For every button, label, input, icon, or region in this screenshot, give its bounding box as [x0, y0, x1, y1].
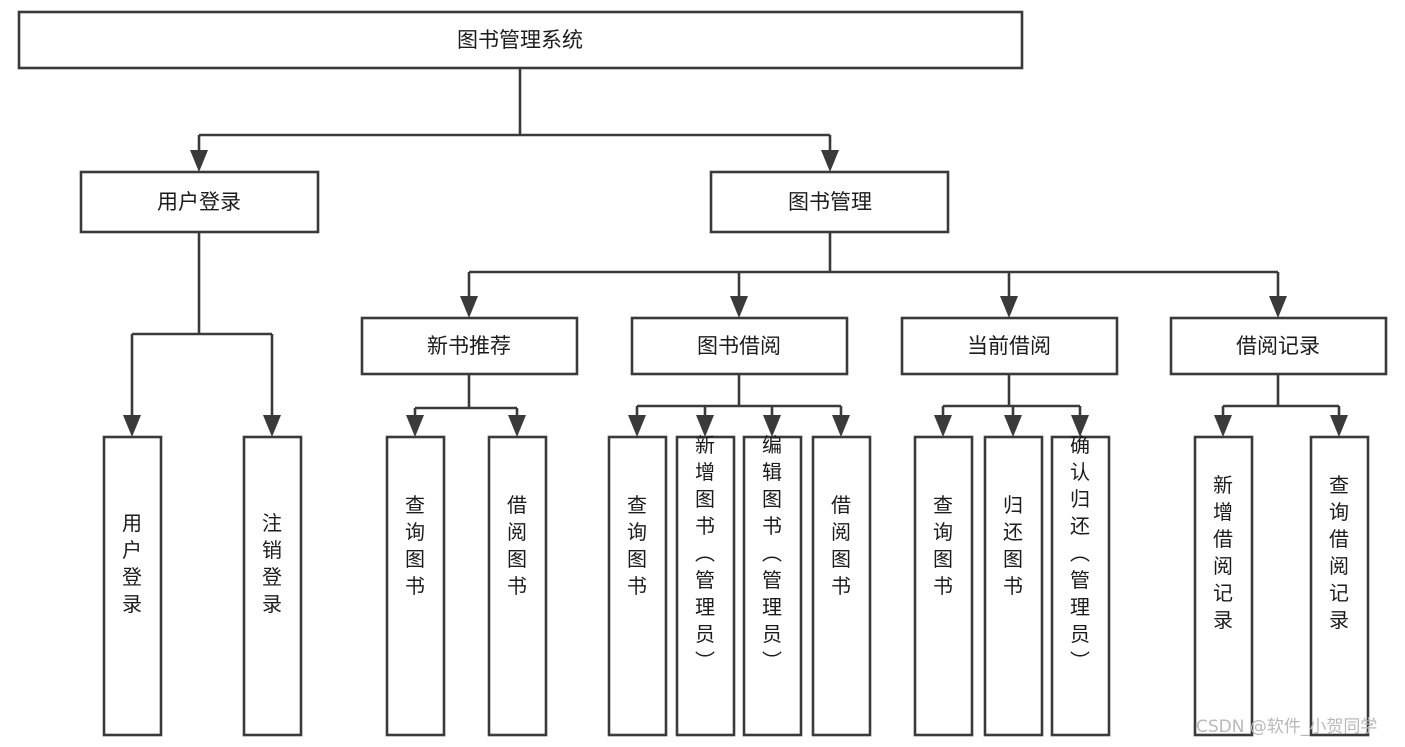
leaf-br-query-label: 查询借阅记录: [1329, 473, 1349, 632]
arrow-head-leaf-user-login: [123, 415, 141, 437]
arrow-head-bb-leaf-4: [832, 415, 850, 437]
arrow-head-nb-leaf-2: [508, 415, 526, 437]
leaf-bb-query-label: 查询图书: [627, 493, 647, 598]
leaf-node-cb-query[interactable]: 查询图书: [913, 435, 974, 737]
connector-layer: [123, 68, 1348, 437]
leaf-bb-query-box[interactable]: [607, 435, 668, 737]
leaf-newbook-borrow-box[interactable]: [487, 435, 548, 737]
node-new-book-recommend-label: 新书推荐: [427, 334, 511, 358]
node-current-borrow[interactable]: 当前借阅: [900, 316, 1119, 376]
leaf-node-user-login-signin[interactable]: 用户登录: [102, 435, 163, 737]
leaf-cb-confirm-label: 确认归还︵管理员︶: [1070, 433, 1090, 673]
node-book-borrow-label: 图书借阅: [697, 334, 781, 358]
watermark-label: CSDN @软件_小贺同学: [1196, 717, 1377, 737]
leaf-node-cb-confirm[interactable]: 确认归还︵管理员︶: [1050, 433, 1111, 737]
leaf-node-newbook-borrow[interactable]: 借阅图书: [487, 435, 548, 737]
node-book-borrow-box[interactable]: [630, 316, 849, 376]
leaf-node-bb-add[interactable]: 新增图书︵管理员︶: [675, 433, 736, 737]
leaf-newbook-query-box[interactable]: [385, 435, 446, 737]
arrow-head-new-book-rec: [460, 296, 478, 318]
arrow-head-borrow-record: [1269, 296, 1287, 318]
node-root-label: 图书管理系统: [457, 28, 583, 52]
arrow-head-bb-leaf-2: [696, 415, 714, 437]
leaf-user-login-signin-box[interactable]: [102, 435, 163, 737]
node-current-borrow-label: 当前借阅: [967, 334, 1051, 358]
leaf-node-bb-query[interactable]: 查询图书: [607, 435, 668, 737]
node-book-management-label: 图书管理: [788, 190, 872, 214]
node-new-book-recommend[interactable]: 新书推荐: [360, 316, 579, 376]
leaf-cb-query-label: 查询图书: [933, 493, 953, 598]
arrow-head-leaf-logout: [263, 415, 281, 437]
node-borrow-record-label: 借阅记录: [1236, 334, 1320, 358]
leaf-node-br-query[interactable]: 查询借阅记录: [1309, 435, 1370, 737]
node-book-management-box[interactable]: [709, 170, 950, 234]
leaf-node-cb-return[interactable]: 归还图书: [983, 435, 1044, 737]
leaf-node-user-login-logout[interactable]: 注销登录: [242, 435, 303, 737]
leaf-bb-borrow-box[interactable]: [811, 435, 872, 737]
leaf-cb-return-box[interactable]: [983, 435, 1044, 737]
node-user-login-label: 用户登录: [157, 190, 241, 214]
node-book-management[interactable]: 图书管理: [709, 170, 950, 234]
node-root-system[interactable]: 图书管理系统: [17, 10, 1024, 70]
leaf-bb-add-box[interactable]: [675, 435, 736, 737]
node-borrow-record-box[interactable]: [1169, 316, 1388, 376]
leaf-bb-add-label: 新增图书︵管理员︶: [695, 433, 715, 673]
leaf-bb-borrow-label: 借阅图书: [831, 493, 851, 598]
arrow-head-current-borrow: [1000, 296, 1018, 318]
node-book-borrow[interactable]: 图书借阅: [630, 316, 849, 376]
node-borrow-record[interactable]: 借阅记录: [1169, 316, 1388, 376]
leaf-bb-edit-label: 编辑图书︵管理员︶: [762, 433, 782, 673]
leaf-user-login-logout-box[interactable]: [242, 435, 303, 737]
node-root-box[interactable]: [17, 10, 1024, 70]
node-user-login[interactable]: 用户登录: [79, 170, 320, 234]
leaf-node-br-add[interactable]: 新增借阅记录: [1193, 435, 1254, 737]
leaf-newbook-query-label: 查询图书: [405, 493, 425, 598]
arrow-head-cb-leaf-3: [1071, 415, 1089, 437]
leaf-br-query-box[interactable]: [1309, 435, 1370, 737]
leaf-node-bb-edit[interactable]: 编辑图书︵管理员︶: [742, 433, 803, 737]
arrow-head-bb-leaf-3: [763, 415, 781, 437]
node-user-login-box[interactable]: [79, 170, 320, 234]
leaf-user-login-signin-label: 用户登录: [122, 511, 142, 616]
node-current-borrow-box[interactable]: [900, 316, 1119, 376]
leaf-cb-return-label: 归还图书: [1003, 493, 1023, 598]
leaf-br-add-label: 新增借阅记录: [1213, 473, 1233, 632]
arrow-head-br-leaf-1: [1214, 415, 1232, 437]
arrow-head-user-login: [190, 150, 208, 172]
arrow-head-book-mgmt: [821, 150, 839, 172]
arrow-head-cb-leaf-2: [1004, 415, 1022, 437]
leaf-newbook-borrow-label: 借阅图书: [507, 493, 527, 598]
leaf-br-add-box[interactable]: [1193, 435, 1254, 737]
leaf-node-newbook-query[interactable]: 查询图书: [385, 435, 446, 737]
arrow-head-nb-leaf-1: [406, 415, 424, 437]
arrow-head-cb-leaf-1: [934, 415, 952, 437]
arrow-head-book-borrow: [730, 296, 748, 318]
arrow-head-br-leaf-2: [1330, 415, 1348, 437]
arrow-head-bb-leaf-1: [628, 415, 646, 437]
node-new-book-recommend-box[interactable]: [360, 316, 579, 376]
leaf-cb-query-box[interactable]: [913, 435, 974, 737]
leaf-cb-confirm-box[interactable]: [1050, 435, 1111, 737]
leaf-bb-edit-box[interactable]: [742, 435, 803, 737]
leaf-user-login-logout-label: 注销登录: [262, 511, 282, 616]
leaf-node-bb-borrow[interactable]: 借阅图书: [811, 435, 872, 737]
